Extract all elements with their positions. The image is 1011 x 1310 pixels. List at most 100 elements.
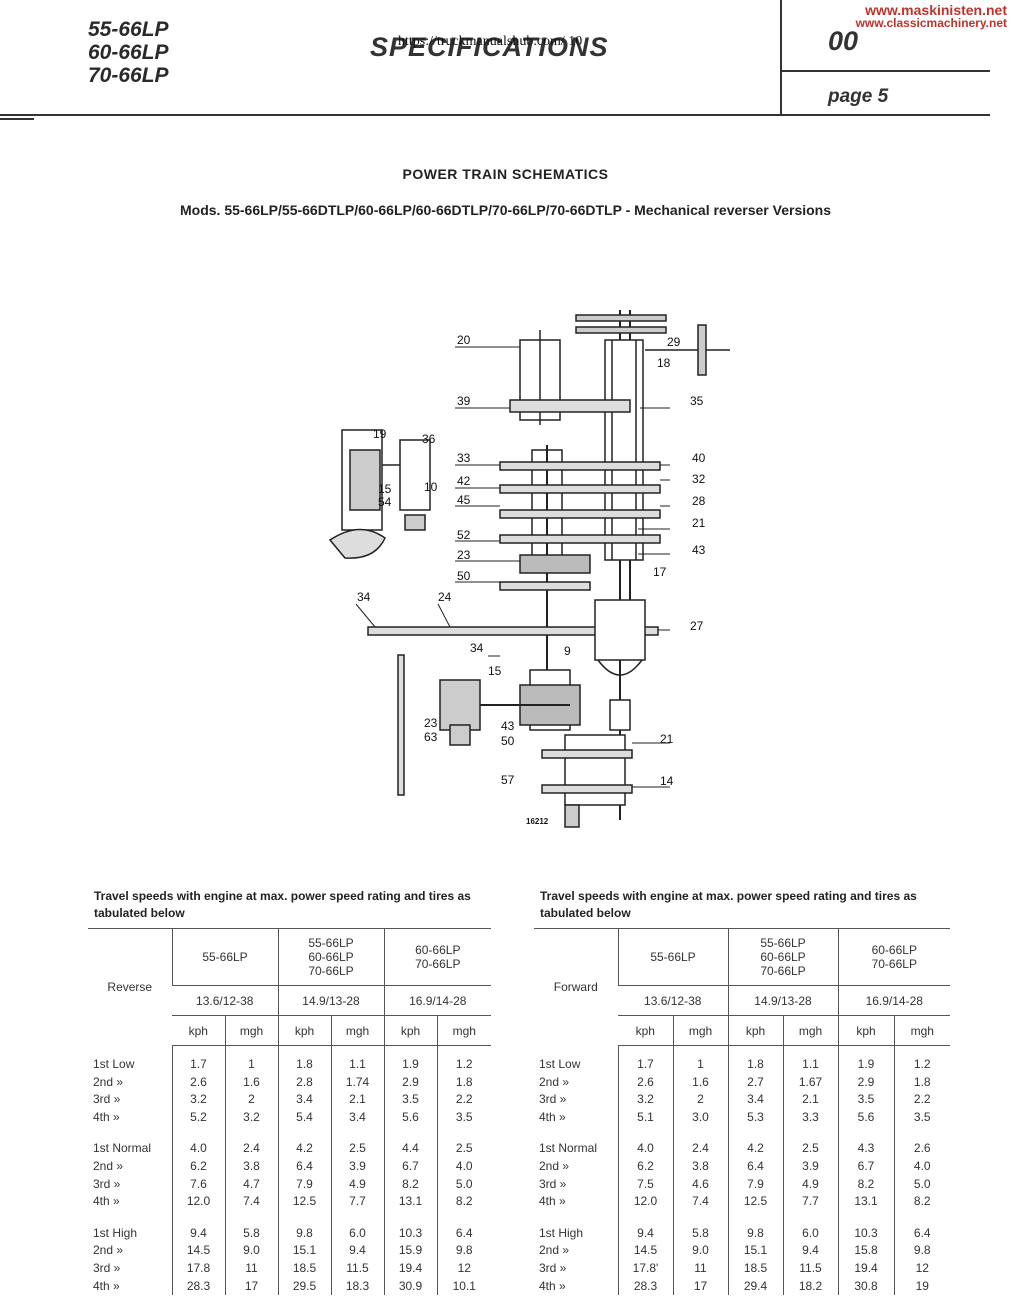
speed-value: 19.4	[383, 1259, 437, 1278]
callout-label: 40	[692, 451, 706, 465]
speed-value: 1.2	[436, 1056, 492, 1074]
spacer-row	[534, 1210, 951, 1225]
speed-value: 4.0	[893, 1157, 951, 1176]
unit-header: kph	[727, 1015, 783, 1046]
gear-label: 4th »	[93, 1109, 120, 1124]
speed-value: 13.1	[837, 1193, 894, 1211]
unit-header: mgh	[224, 1015, 278, 1046]
speed-value: 5.6	[837, 1108, 894, 1127]
speed-value: 2.5	[782, 1140, 838, 1158]
spacer-row	[88, 1210, 492, 1225]
speed-value: 1.8	[727, 1056, 783, 1074]
speed-value: 14.5	[171, 1242, 225, 1260]
callout-label: 10	[424, 480, 438, 494]
url-overlay[interactable]: https://truckmanualshub.com/ 10	[398, 34, 583, 49]
spacer-cell	[893, 1210, 951, 1225]
speed-value: 7.7	[330, 1193, 384, 1211]
forward-speed-table: Travel speeds with engine at max. power …	[534, 882, 951, 1296]
speed-value: 3.4	[277, 1091, 331, 1109]
gear-label: 4th »	[539, 1278, 566, 1293]
tire-header: 13.6/12-38	[172, 985, 278, 1016]
header-divider-box	[780, 70, 990, 72]
spacer-cell	[277, 1045, 331, 1056]
speed-value: 15.9	[383, 1242, 437, 1260]
callout-label: 34	[357, 590, 371, 604]
unit-header: mgh	[893, 1015, 951, 1046]
spacer-cell	[782, 1210, 838, 1225]
speed-value: 9.0	[672, 1242, 728, 1260]
spacer-cell	[436, 1210, 492, 1225]
speed-value: 8.2	[383, 1175, 437, 1194]
speed-value: 5.0	[436, 1175, 492, 1194]
speed-value: 11	[672, 1259, 728, 1278]
speed-value: 6.2	[617, 1157, 673, 1176]
speed-value: 1.8	[277, 1056, 331, 1074]
speed-value: 5.8	[224, 1224, 278, 1243]
speed-value: 5.3	[727, 1108, 783, 1127]
watermark-link-secondary[interactable]: www.classicmachinery.net	[855, 16, 1007, 30]
spacer-row	[88, 1126, 492, 1141]
spacer-cell	[727, 1045, 783, 1056]
callout-label: 14	[660, 774, 674, 788]
speed-value: 4.0	[617, 1140, 673, 1158]
tire-header: 16.9/14-28	[383, 985, 492, 1016]
spacer-cell	[617, 1126, 673, 1141]
callout-label: 33	[457, 451, 471, 465]
speed-value: 1.1	[782, 1056, 838, 1074]
speed-value: 1.2	[893, 1056, 951, 1074]
spacer-cell	[171, 1126, 225, 1141]
spacer-cell	[837, 1210, 894, 1225]
gear-label: 2nd »	[93, 1243, 124, 1258]
spacer-cell	[672, 1045, 728, 1056]
speed-value: 4.0	[436, 1157, 492, 1176]
watermark-link[interactable]: www.maskinisten.net	[865, 2, 1007, 18]
speed-value: 4.2	[727, 1140, 783, 1158]
speed-value: 10.3	[383, 1224, 437, 1243]
speed-value: 6.4	[436, 1224, 492, 1243]
spacer-cell	[617, 1210, 673, 1225]
model-header: 60-66LP 70-66LP	[383, 928, 492, 986]
page-number: page 5	[828, 86, 889, 107]
callout-label: 21	[660, 732, 674, 746]
speed-value: 1.9	[383, 1056, 437, 1074]
speed-value: 5.2	[171, 1108, 225, 1127]
speed-value: 14.5	[617, 1242, 673, 1260]
speed-value: 7.5	[617, 1175, 673, 1194]
spacer-cell	[171, 1045, 225, 1056]
spacer-cell	[617, 1045, 673, 1056]
speed-value: 12.5	[727, 1193, 783, 1211]
speed-value: 1.67	[782, 1073, 838, 1092]
gear-label: 1st High	[539, 1225, 584, 1240]
speed-value: 9.8	[727, 1224, 783, 1243]
callout-label: 18	[657, 356, 671, 370]
speed-value: 8.2	[436, 1193, 492, 1211]
speed-value: 4.9	[782, 1175, 838, 1194]
speed-value: 3.8	[672, 1157, 728, 1176]
speed-value: 8.2	[837, 1175, 894, 1194]
callout-label: 27	[690, 619, 704, 633]
speed-value: 6.0	[782, 1224, 838, 1243]
spacer-cell	[88, 1046, 172, 1057]
speed-value: 2.4	[672, 1140, 728, 1158]
speed-value: 10.1	[436, 1277, 492, 1296]
spacer-cell	[837, 1126, 894, 1141]
speed-value: 19	[893, 1277, 951, 1296]
section-heading: POWER TRAIN SCHEMATICS	[402, 166, 609, 182]
speed-value: 3.5	[893, 1108, 951, 1127]
speed-value: 1.74	[330, 1073, 384, 1092]
tire-header: 16.9/14-28	[837, 985, 951, 1016]
speed-value: 5.8	[672, 1224, 728, 1243]
speed-value: 4.7	[224, 1175, 278, 1194]
model-line: 70-66LP	[88, 64, 169, 87]
document-title: SPECIFICATIONS	[370, 32, 609, 62]
gear-label: 2nd »	[539, 1074, 570, 1089]
